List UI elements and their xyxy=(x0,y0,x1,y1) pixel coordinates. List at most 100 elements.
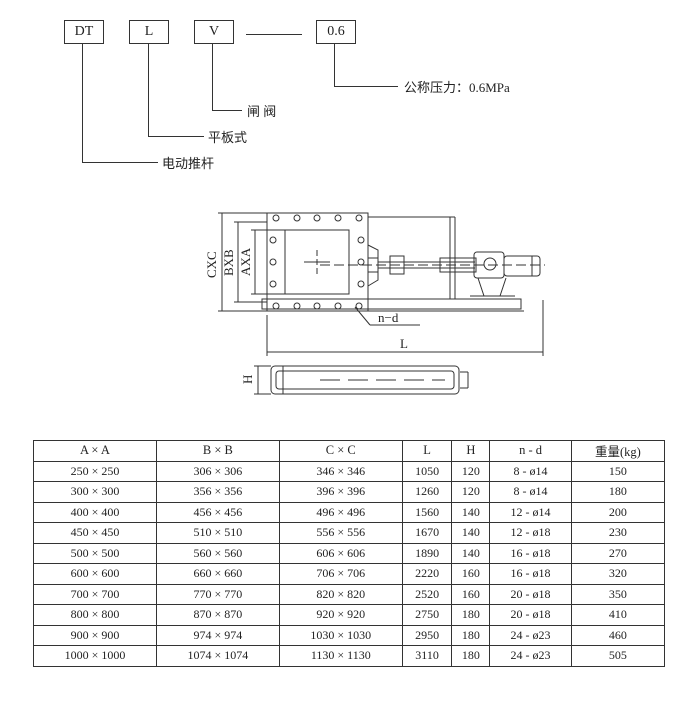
col-bxb: B × B xyxy=(155,440,280,462)
cell-bxb: 560 × 560 xyxy=(155,542,280,564)
col-axa: A × A xyxy=(33,440,157,462)
cell-l: 1670 xyxy=(401,522,453,544)
cell-h: 120 xyxy=(451,460,491,482)
cell-cxc: 346 × 346 xyxy=(278,460,403,482)
cell-axa: 1000 × 1000 xyxy=(33,645,157,667)
cell-l: 1050 xyxy=(401,460,453,482)
cell-cxc: 820 × 820 xyxy=(278,583,403,605)
cell-cxc: 1130 × 1130 xyxy=(278,645,403,667)
cell-axa: 400 × 400 xyxy=(33,501,157,523)
spec-table: A × A B × B C × C L H n - d 重量(kg) 250 ×… xyxy=(33,440,666,667)
cell-h: 160 xyxy=(451,563,491,585)
leader-valve-v xyxy=(212,44,213,110)
code-box-dt: DT xyxy=(64,20,104,44)
cell-nd: 12 - ø18 xyxy=(489,522,572,544)
cell-axa: 500 × 500 xyxy=(33,542,157,564)
cell-l: 2950 xyxy=(401,624,453,646)
cell-h: 180 xyxy=(451,645,491,667)
leader-pressure-h xyxy=(334,86,398,87)
cell-cxc: 706 × 706 xyxy=(278,563,403,585)
actuator-cylinder xyxy=(439,257,477,273)
code-box-v: V xyxy=(194,20,234,44)
cell-nd: 16 - ø18 xyxy=(489,542,572,564)
dim-label-h: H xyxy=(240,375,255,384)
dim-label-nd: n−d xyxy=(378,310,399,325)
leader-actuator-v xyxy=(82,44,83,162)
col-nd: n - d xyxy=(489,440,572,462)
gate-valve-drawing: CXC BXB AXA n−d L H xyxy=(204,212,545,395)
cell-axa: 250 × 250 xyxy=(33,460,157,482)
actuator-motor xyxy=(503,255,541,277)
label-actuator: 电动推杆 xyxy=(162,156,215,171)
cell-nd: 20 - ø18 xyxy=(489,583,572,605)
cell-weight: 200 xyxy=(570,501,666,523)
leader-pressure-v xyxy=(334,44,335,86)
dim-label-axa: AXA xyxy=(238,247,253,276)
cell-bxb: 510 × 510 xyxy=(155,522,280,544)
cell-axa: 300 × 300 xyxy=(33,481,157,503)
cell-nd: 24 - ø23 xyxy=(489,624,572,646)
cell-bxb: 456 × 456 xyxy=(155,501,280,523)
label-pressure: 公称压力：0.6MPa xyxy=(404,80,510,95)
cell-weight: 150 xyxy=(570,460,666,482)
cell-l: 2750 xyxy=(401,604,453,626)
cell-l: 1890 xyxy=(401,542,453,564)
cell-cxc: 1030 × 1030 xyxy=(278,624,403,646)
cell-bxb: 1074 × 1074 xyxy=(155,645,280,667)
cell-axa: 800 × 800 xyxy=(33,604,157,626)
col-cxc: C × C xyxy=(278,440,403,462)
cell-axa: 900 × 900 xyxy=(33,624,157,646)
cell-bxb: 356 × 356 xyxy=(155,481,280,503)
label-plate: 平板式 xyxy=(208,130,248,145)
cell-bxb: 974 × 974 xyxy=(155,624,280,646)
cell-cxc: 606 × 606 xyxy=(278,542,403,564)
cell-bxb: 660 × 660 xyxy=(155,563,280,585)
cell-h: 160 xyxy=(451,583,491,605)
cell-nd: 20 - ø18 xyxy=(489,604,572,626)
cell-bxb: 870 × 870 xyxy=(155,604,280,626)
cell-cxc: 396 × 396 xyxy=(278,481,403,503)
cell-h: 140 xyxy=(451,542,491,564)
cell-axa: 700 × 700 xyxy=(33,583,157,605)
cell-h: 180 xyxy=(451,604,491,626)
cell-h: 180 xyxy=(451,624,491,646)
code-box-pressure: 0.6 xyxy=(316,20,356,44)
valve-inner-opening xyxy=(284,229,350,295)
cell-l: 2220 xyxy=(401,563,453,585)
cell-cxc: 920 × 920 xyxy=(278,604,403,626)
cell-nd: 12 - ø14 xyxy=(489,501,572,523)
cell-weight: 230 xyxy=(570,522,666,544)
cell-weight: 505 xyxy=(570,645,666,667)
dim-label-bxb: BXB xyxy=(221,249,236,276)
cell-cxc: 496 × 496 xyxy=(278,501,403,523)
leader-valve-h xyxy=(212,110,242,111)
dim-label-l: L xyxy=(400,336,408,351)
col-weight: 重量(kg) xyxy=(570,440,666,462)
leader-actuator-h xyxy=(82,162,158,163)
leader-plate-v xyxy=(148,44,149,136)
leader-plate-h xyxy=(148,136,204,137)
cell-l: 1260 xyxy=(401,481,453,503)
cell-bxb: 770 × 770 xyxy=(155,583,280,605)
code-box-l: L xyxy=(129,20,169,44)
cell-h: 120 xyxy=(451,481,491,503)
valve-base-plate xyxy=(261,298,522,310)
cell-weight: 410 xyxy=(570,604,666,626)
cell-l: 1560 xyxy=(401,501,453,523)
cell-h: 140 xyxy=(451,522,491,544)
cell-weight: 320 xyxy=(570,563,666,585)
cell-l: 2520 xyxy=(401,583,453,605)
col-h: H xyxy=(451,440,491,462)
table-header-row: A × A B × B C × C L H n - d 重量(kg) xyxy=(33,440,666,462)
col-l: L xyxy=(401,440,453,462)
cell-cxc: 556 × 556 xyxy=(278,522,403,544)
